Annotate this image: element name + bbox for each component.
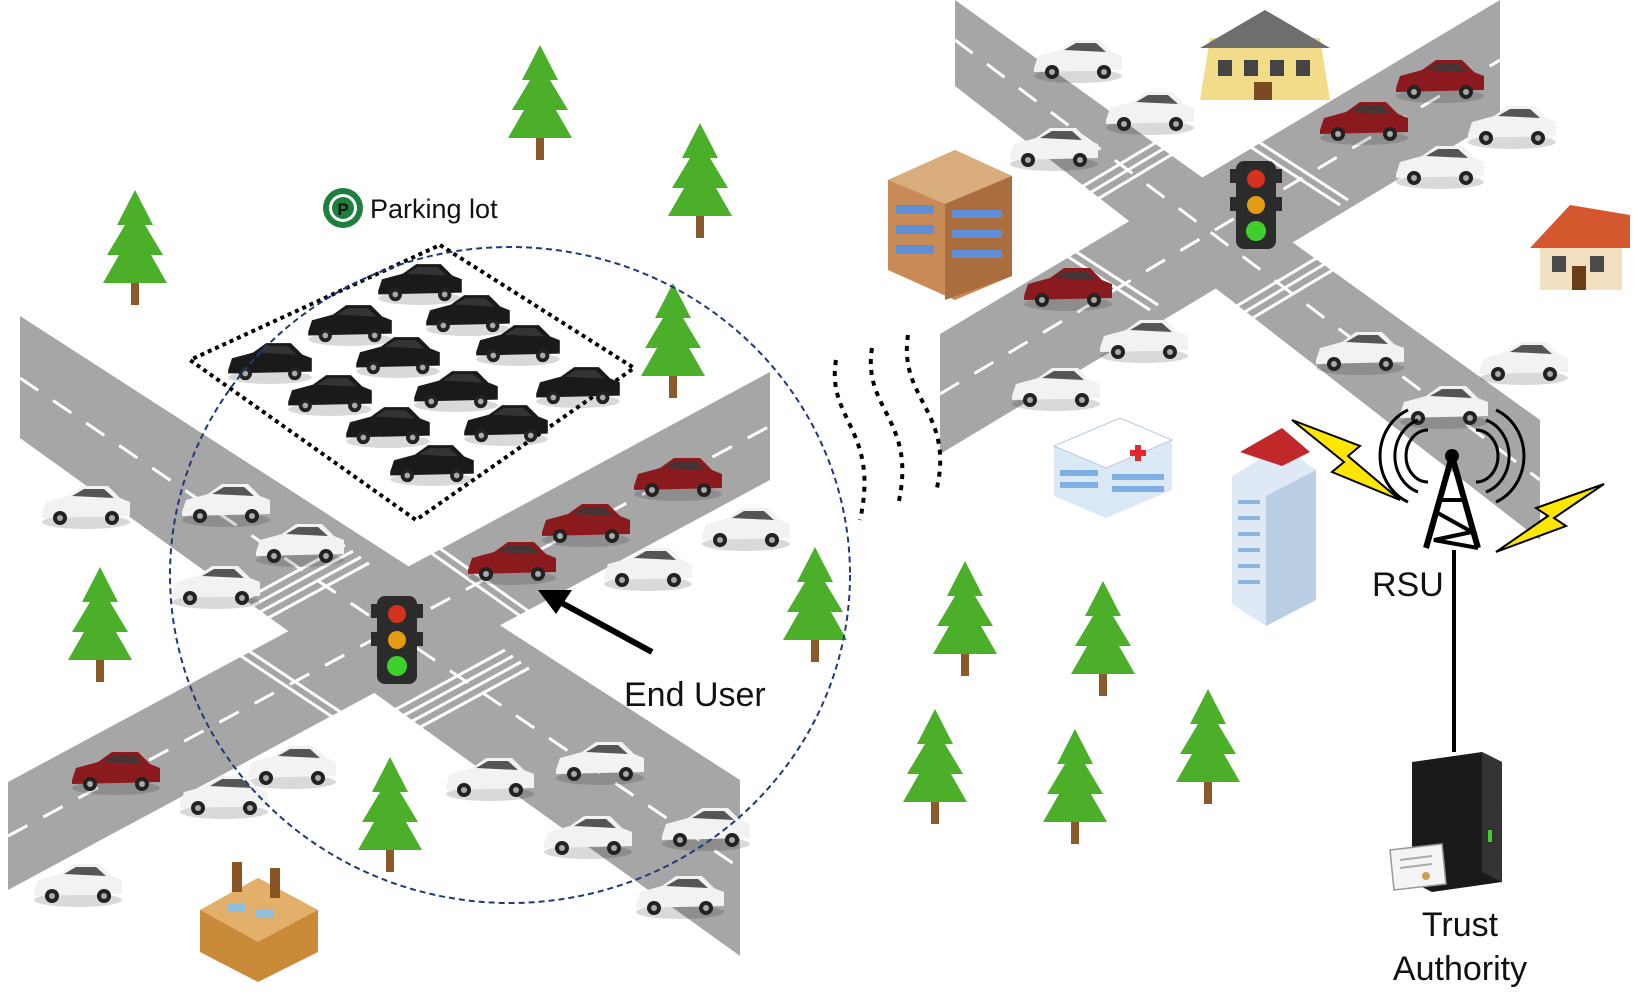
tree-icon <box>668 123 732 238</box>
house-icon <box>1200 10 1330 100</box>
skyscraper-icon <box>1232 428 1316 626</box>
end-user-pointer: End User <box>538 590 766 714</box>
hospital-icon <box>1052 417 1174 518</box>
end-user-label: End User <box>624 676 766 714</box>
tree-icon <box>358 757 422 872</box>
car-icon <box>378 264 462 305</box>
car-icon <box>414 371 498 412</box>
wireless-signal-waves <box>832 334 943 521</box>
road-right-nw-se <box>955 0 1540 540</box>
car-icon <box>702 508 790 551</box>
car-icon <box>308 305 392 346</box>
parking-icon: P <box>323 188 363 228</box>
car-icon <box>1480 342 1568 385</box>
trust-authority-label-line1: Trust <box>1422 906 1499 944</box>
trust-authority-label-line2: Authority <box>1393 950 1527 988</box>
tree-icon <box>933 561 997 676</box>
parking-icon-letter: P <box>337 200 348 219</box>
rsu-label: RSU <box>1372 566 1444 604</box>
car-icon <box>390 445 474 486</box>
parking-lot-label: Parking lot <box>370 194 498 224</box>
traffic-light-icon <box>1230 161 1282 249</box>
rsu-tower-icon <box>1378 408 1526 550</box>
certificate-icon <box>1389 843 1447 891</box>
factory-icon <box>200 862 318 982</box>
traffic-light-icon <box>371 596 423 684</box>
lightning-icon <box>1291 419 1401 501</box>
tree-icon <box>68 567 132 682</box>
tree-icon <box>1071 581 1135 696</box>
tree-icon <box>1176 689 1240 804</box>
rsu-coverage-circle <box>169 246 851 904</box>
tree-icon <box>508 45 572 160</box>
tree-icon <box>783 547 847 662</box>
car-icon <box>1034 40 1122 83</box>
parking-lot: P Parking lot <box>186 188 638 523</box>
tree-icon <box>1043 729 1107 844</box>
car-icon <box>1106 92 1194 135</box>
office-building-icon <box>888 150 1012 300</box>
car-icon <box>536 367 620 408</box>
tree-icon <box>641 283 705 398</box>
lightning-icon <box>1495 483 1605 553</box>
tree-icon <box>903 709 967 824</box>
car-icon <box>228 343 312 384</box>
tree-icon <box>103 190 167 305</box>
parking-lot-boundary <box>186 242 638 523</box>
car-icon <box>34 864 122 907</box>
car-icon <box>464 405 548 446</box>
house-icon <box>1530 205 1630 290</box>
